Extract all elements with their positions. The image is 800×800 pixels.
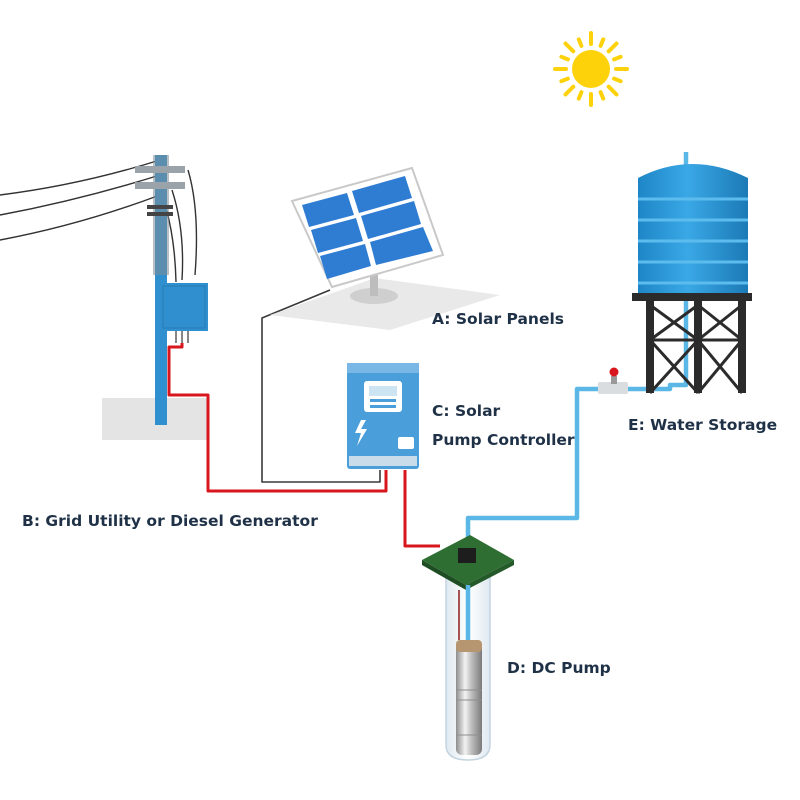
sun-icon (553, 31, 629, 107)
sun-ray (576, 37, 584, 48)
water-storage-tank (632, 164, 752, 395)
sun-ray (606, 41, 619, 54)
sun-ray (559, 76, 570, 84)
label-dc-pump: D: DC Pump (507, 659, 611, 677)
label-pump-controller-line1: C: Solar (432, 402, 501, 420)
solar-panel-array (270, 166, 500, 330)
pump-controller-device (347, 363, 419, 469)
label-pump-controller-line2: Pump Controller (432, 431, 575, 449)
sun-ray (559, 54, 570, 62)
label-pump-controller: C: Solar Pump Controller (432, 397, 575, 455)
sun-ray (576, 90, 584, 101)
dc-pump-device (456, 640, 482, 755)
sun-ray (598, 90, 606, 101)
panel-dc-wire (261, 289, 381, 483)
sun-ray (563, 84, 576, 97)
power-lines (0, 159, 198, 283)
valve-icon (598, 367, 628, 394)
sun-ray (612, 76, 623, 84)
sun-ray (598, 37, 606, 48)
utility-pole (135, 155, 208, 425)
sun-ray (606, 84, 619, 97)
wellhead-plate (422, 535, 514, 590)
label-water-storage: E: Water Storage (628, 416, 778, 434)
sun-ray (612, 54, 623, 62)
label-solar-panels: A: Solar Panels (432, 310, 564, 328)
label-grid-utility: B: Grid Utility or Diesel Generator (22, 512, 318, 530)
sun-ray (563, 41, 576, 54)
utility-box-wires (175, 331, 189, 343)
